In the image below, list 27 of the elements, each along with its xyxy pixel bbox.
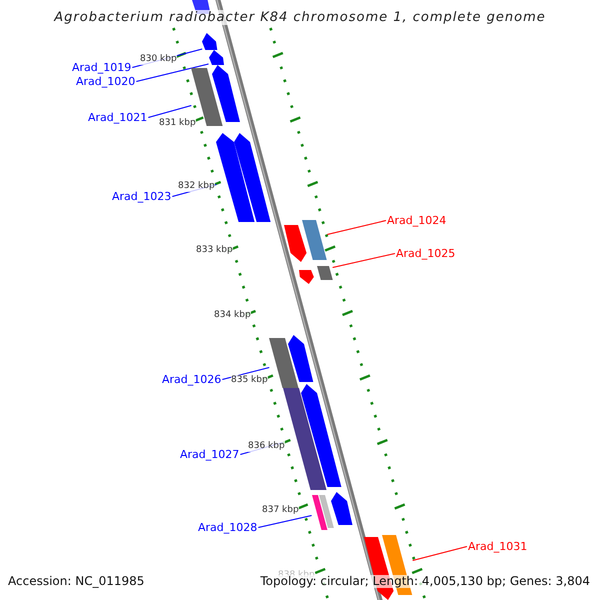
scale-label: 836 kbp [248,441,285,452]
footer-text: Accession: NC_011985 [8,575,144,588]
gene-label: Arad_1020 [76,75,136,88]
gene-label: Arad_1031 [468,540,528,553]
leader-line [412,546,468,561]
scale-label: 830 kbp [140,54,177,65]
scale-label: 834 kbp [214,310,251,321]
scale-label: 837 kbp [262,505,299,516]
scale-label: 833 kbp [196,245,233,256]
gene-label: Arad_1028 [198,521,258,534]
scale-label: 835 kbp [231,375,268,386]
leader-line [258,515,312,528]
leader-line [326,220,386,235]
leader-line [136,64,210,82]
gene-label: Arad_1024 [387,214,446,227]
gene-label: Arad_1026 [162,373,222,386]
title: Agrobacterium radiobacter K84 chromosome 1, complete genome [52,10,547,25]
scale-label: 832 kbp [178,181,215,192]
gene-label: Arad_1019 [72,61,132,74]
scale-label: 831 kbp [159,118,196,129]
leader-line [222,367,270,380]
gene-label: Arad_1027 [180,448,240,461]
leader-line [332,253,396,268]
gene-label: Arad_1021 [88,111,148,124]
leader-line [148,105,192,118]
gene-label: Arad_1025 [396,247,456,260]
gene-label: Arad_1023 [112,190,172,203]
